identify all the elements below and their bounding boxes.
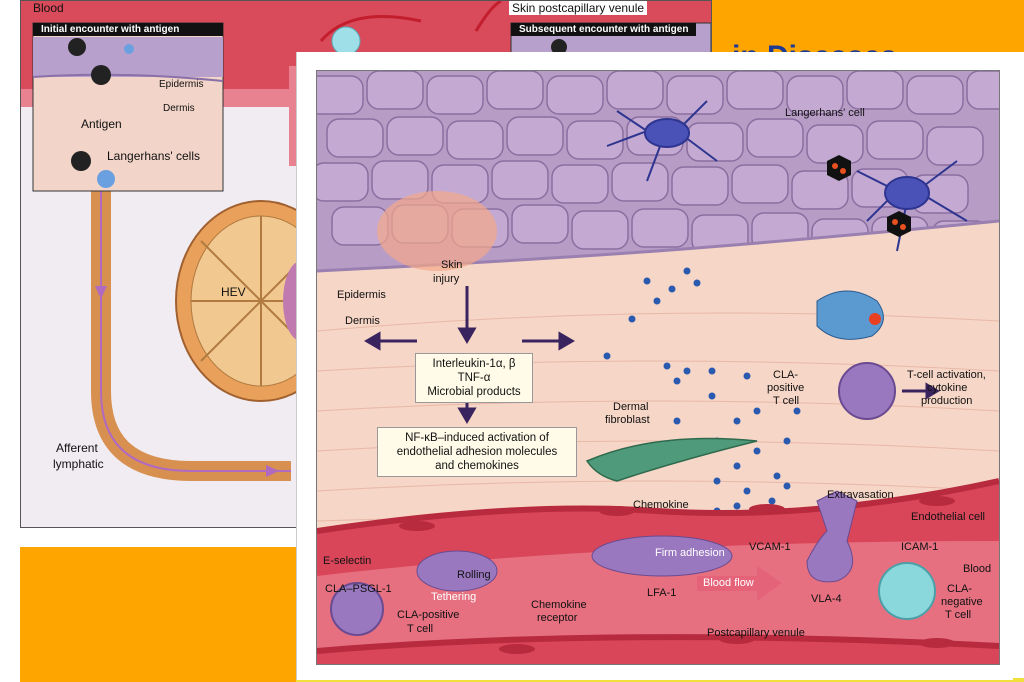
cla-positive-tcell-label-1: CLA-positive <box>397 609 460 621</box>
blood-flow-label: Blood flow <box>703 577 754 589</box>
fibroblast-label: fibroblast <box>605 414 650 426</box>
initial-encounter-heading: Initial encounter with antigen <box>33 23 223 36</box>
orange-block-top-right <box>712 0 1024 52</box>
front-figure-panel: Langerhans' cell Skin injury Epidermis D… <box>316 70 1000 665</box>
back-afferent-label: Afferent <box>56 441 98 455</box>
back-skin-venule-label: Skin postcapillary venule <box>509 1 648 15</box>
cla-positive-label-3: T cell <box>773 395 800 407</box>
lfa1-label: LFA-1 <box>647 587 677 599</box>
cla-positive-label-1: CLA- <box>773 369 799 381</box>
icam1-label: ICAM-1 <box>901 541 939 553</box>
nfkb-box: NF-κB–induced activation of endothelial … <box>377 427 577 477</box>
orange-block-bottom-left <box>20 547 296 682</box>
extravasation-label: Extravasation <box>827 489 894 501</box>
il-line: Interleukin-1α, β <box>432 358 516 370</box>
vla4-label: VLA-4 <box>811 593 842 605</box>
cla-positive-label-2: positive <box>767 382 805 394</box>
tcell-activation-label-3: production <box>921 395 973 407</box>
cytokine-box: Interleukin-1α, β TNF-α Microbial produc… <box>415 353 533 403</box>
firm-adhesion-label: Firm adhesion <box>655 547 725 559</box>
tnf-line: TNF-α <box>457 372 491 384</box>
front-figure: Langerhans' cell Skin injury Epidermis D… <box>296 52 1013 680</box>
back-blood-label: Blood <box>33 1 64 15</box>
subsequent-encounter-heading: Subsequent encounter with antigen <box>511 23 697 36</box>
chemokine-label: Chemokine <box>633 499 689 511</box>
nfkb-line-2: endothelial adhesion molecules <box>396 446 558 458</box>
front-figure-art <box>317 71 999 664</box>
endothelial-cell-label: Endothelial cell <box>911 511 985 523</box>
chemokine-receptor-label-1: Chemokine <box>531 599 587 611</box>
nfkb-line-3: and chemokines <box>435 460 519 472</box>
back-dermis-label: Dermis <box>163 103 195 114</box>
blood-label: Blood <box>963 563 992 575</box>
back-lymphatic-label: lymphatic <box>53 457 104 471</box>
chemokine-receptor-label-2: receptor <box>537 612 578 624</box>
postcapillary-venule-label: Postcapillary venule <box>707 627 805 639</box>
cla-negative-label-1: CLA- <box>947 583 973 595</box>
skin-label: Skin <box>441 259 463 271</box>
e-selectin-label: E-selectin <box>323 555 372 567</box>
yellow-border-line <box>296 678 1024 682</box>
nfkb-line-1: NF-κB–induced activation of <box>405 432 549 444</box>
tcell-activation-label-2: cytokine <box>927 382 968 394</box>
langerhans-cell-label: Langerhans' cell <box>785 107 865 119</box>
rolling-label: Rolling <box>457 569 491 581</box>
cla-psgl1-label: CLA–PSGL-1 <box>325 583 392 595</box>
epidermis-label: Epidermis <box>337 289 386 301</box>
cla-negative-label-3: T cell <box>945 609 972 621</box>
cla-negative-label-2: negative <box>941 596 983 608</box>
tethering-label: Tethering <box>431 591 477 603</box>
vcam1-label: VCAM-1 <box>749 541 791 553</box>
microbial-line: Microbial products <box>427 386 521 398</box>
tcell-activation-label-1: T-cell activation, <box>907 369 986 381</box>
cla-positive-tcell-label-2: T cell <box>407 623 434 635</box>
back-hev-label: HEV <box>221 285 246 299</box>
injury-label: injury <box>433 273 460 285</box>
back-epidermis-label: Epidermis <box>159 79 204 90</box>
dermal-label: Dermal <box>613 401 649 413</box>
back-antigen-label: Antigen <box>81 117 122 131</box>
back-langerhans-label: Langerhans' cells <box>107 149 201 163</box>
dermis-label: Dermis <box>345 315 380 327</box>
